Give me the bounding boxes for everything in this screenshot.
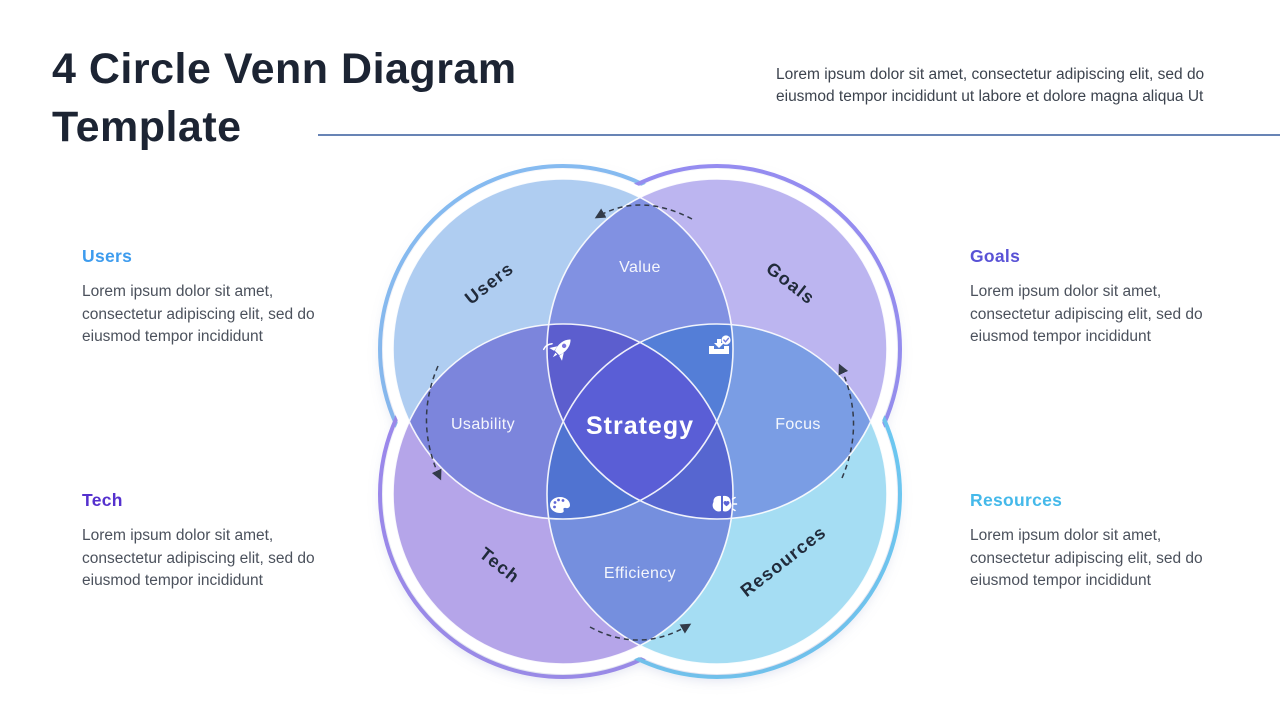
brain-idea-icon <box>712 495 738 512</box>
section-goals-title: Goals <box>970 246 1021 266</box>
section-users-title: Users <box>82 246 133 266</box>
flow-arrow-top <box>594 204 693 220</box>
header-divider <box>318 134 1280 136</box>
flow-arrows <box>425 204 855 641</box>
section-resources-body: Lorem ipsum dolor sit amet, consectetur … <box>970 527 1203 589</box>
palette-icon <box>550 497 570 513</box>
section-goals-body: Lorem ipsum dolor sit amet, consectetur … <box>970 283 1203 345</box>
region-label-usability: Usability <box>451 416 515 433</box>
header-description: Lorem ipsum dolor sit amet, consectetur … <box>776 66 1205 105</box>
page-title: 4 Circle Venn Diagram Template <box>52 45 517 151</box>
region-label-efficiency: Efficiency <box>604 565 676 582</box>
section-tech-body: Lorem ipsum dolor sit amet, consectetur … <box>82 527 315 589</box>
section-goals: Goals Lorem ipsum dolor sit amet, consec… <box>970 246 1210 349</box>
inbox-check-icon <box>709 335 731 354</box>
section-tech: Tech Lorem ipsum dolor sit amet, consect… <box>82 490 322 593</box>
region-label-focus: Focus <box>775 416 821 433</box>
section-resources-title: Resources <box>970 490 1063 510</box>
flow-arrow-right <box>838 363 855 479</box>
circle-outlines <box>392 178 888 665</box>
flow-arrow-bottom <box>589 623 692 641</box>
section-users-body: Lorem ipsum dolor sit amet, consectetur … <box>82 283 315 345</box>
section-tech-title: Tech <box>82 490 123 510</box>
region-label-value: Value <box>619 259 661 276</box>
center-region <box>563 342 717 501</box>
section-users: Users Lorem ipsum dolor sit amet, consec… <box>82 246 322 349</box>
rocket-icon <box>542 339 571 361</box>
venn-icons <box>542 335 738 513</box>
center-label-strategy: Strategy <box>586 412 694 440</box>
section-resources: Resources Lorem ipsum dolor sit amet, co… <box>970 490 1210 593</box>
flow-arrow-left <box>425 365 442 481</box>
